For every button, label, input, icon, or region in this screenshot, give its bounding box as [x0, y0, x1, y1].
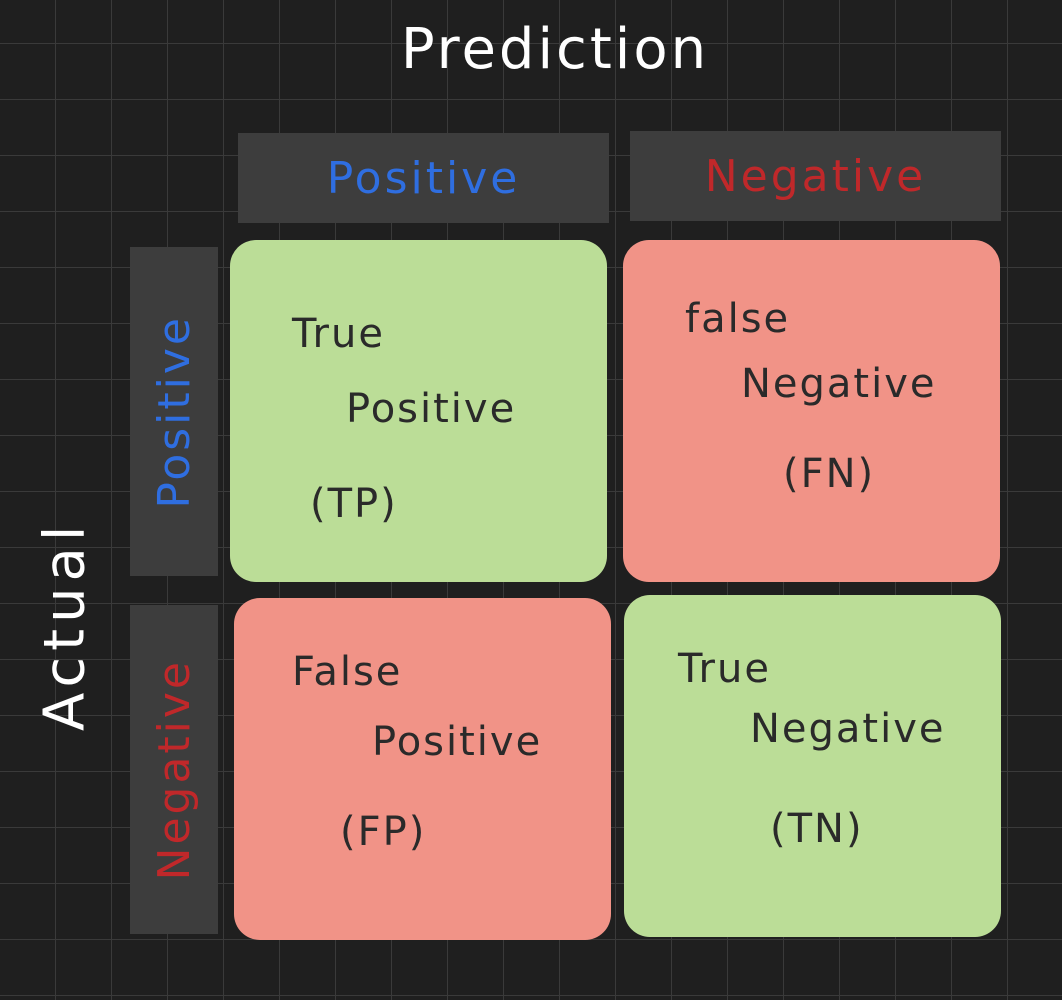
tp-line1: True: [292, 311, 385, 357]
tp-line3: (TP): [310, 481, 398, 527]
row-header-positive: Positive: [130, 247, 218, 576]
column-header-negative-label: Negative: [704, 150, 927, 202]
fn-line1: false: [685, 296, 791, 342]
fn-line3: (FN): [783, 451, 876, 497]
cell-true-positive: True Positive (TP): [230, 240, 607, 582]
prediction-title: Prediction: [400, 17, 710, 82]
column-header-positive-label: Positive: [326, 152, 521, 204]
tn-line2: Negative: [750, 706, 946, 752]
column-header-negative: Negative: [630, 131, 1001, 221]
column-header-positive: Positive: [238, 133, 609, 223]
fn-line2: Negative: [741, 361, 937, 407]
row-header-negative: Negative: [130, 605, 218, 934]
row-header-positive-label: Positive: [148, 314, 200, 509]
fp-line2: Positive: [372, 719, 543, 765]
row-header-negative-label: Negative: [148, 658, 200, 881]
tp-line2: Positive: [346, 386, 517, 432]
tn-line1: True: [678, 646, 771, 692]
tn-line3: (TN): [770, 806, 864, 852]
fp-line1: False: [292, 649, 403, 695]
cell-false-positive: False Positive (FP): [234, 598, 611, 940]
cell-false-negative: false Negative (FN): [623, 240, 1000, 582]
actual-axis-label: Actual: [32, 519, 98, 731]
fp-line3: (FP): [340, 809, 427, 855]
cell-true-negative: True Negative (TN): [624, 595, 1001, 937]
